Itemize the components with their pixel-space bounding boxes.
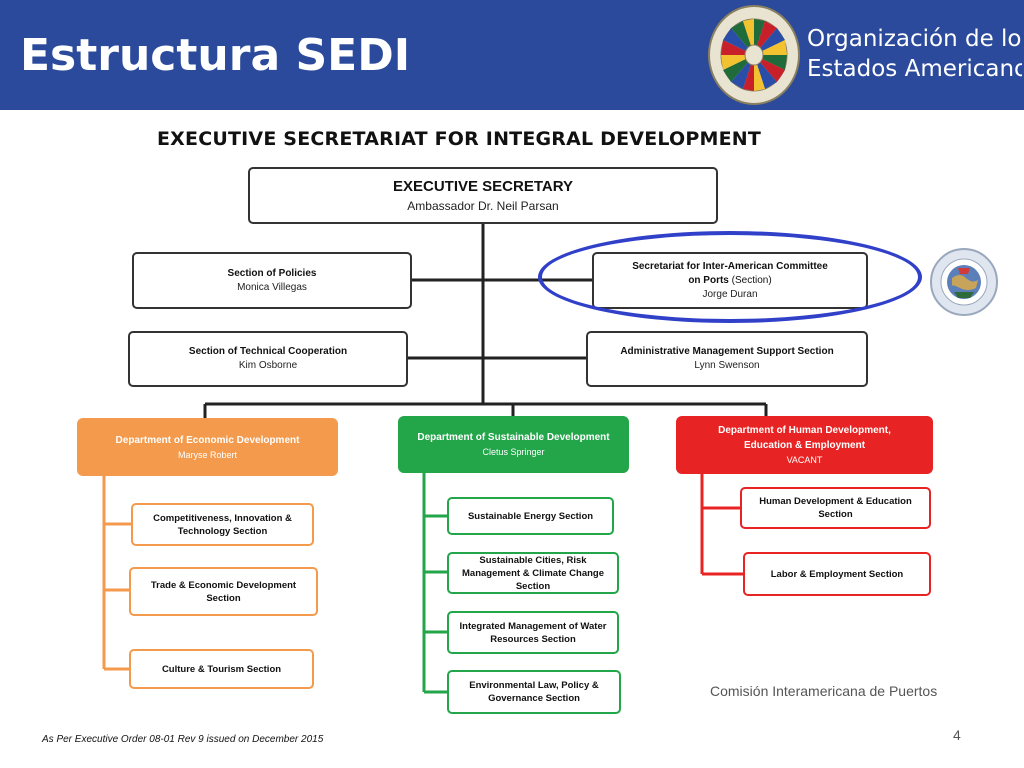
department-sustainable-development: Department of Sustainable Development Cl… (398, 416, 629, 473)
organization-name: Organización de los Estados Americanos (807, 24, 1022, 84)
slide-title: Estructura SEDI (20, 30, 411, 81)
department-human-person: VACANT (786, 455, 823, 465)
oas-seal-icon (708, 5, 800, 105)
section-competitiveness: Competitiveness, Innovation & Technology… (131, 503, 314, 546)
page-number: 4 (953, 727, 961, 743)
department-sustainable-person: Cletus Springer (482, 447, 545, 457)
administrative-support-title: Administrative Management Support Sectio… (620, 346, 834, 357)
section-of-policies-box: Section of Policies Monica Villegas (132, 252, 412, 309)
section-of-policies-person: Monica Villegas (237, 281, 307, 293)
organization-name-line1: Organización de los (807, 26, 1022, 52)
technical-cooperation-person: Kim Osborne (238, 360, 298, 371)
executive-secretary-title: EXECUTIVE SECRETARY (392, 177, 574, 195)
department-economic-person: Maryse Robert (177, 449, 238, 460)
section-trade-economic: Trade & Economic Development Section (129, 567, 318, 616)
section-sustainable-cities: Sustainable Cities, Risk Management & Cl… (447, 552, 619, 594)
section-sustainable-energy: Sustainable Energy Section (447, 497, 614, 535)
section-culture-tourism: Culture & Tourism Section (129, 649, 314, 689)
department-human-development: Department of Human Development, Educati… (676, 416, 933, 474)
department-human-title-line2: Education & Employment (743, 440, 866, 451)
technical-cooperation-box: Section of Technical Cooperation Kim Osb… (128, 331, 408, 387)
administrative-support-box: Administrative Management Support Sectio… (586, 331, 868, 387)
executive-secretary-box: EXECUTIVE SECRETARY Ambassador Dr. Neil … (248, 167, 718, 224)
department-sustainable-title: Department of Sustainable Development (417, 432, 610, 443)
department-economic-development: Department of Economic Development Marys… (77, 418, 338, 476)
administrative-support-person: Lynn Swenson (694, 360, 760, 371)
cip-logo-icon (930, 248, 998, 316)
header-band: Estructura SEDI Organización de los Esta… (0, 0, 1024, 110)
footnote: As Per Executive Order 08-01 Rev 9 issue… (42, 734, 324, 745)
section-human-development-education: Human Development & Education Section (740, 487, 931, 529)
section-labor-employment: Labor & Employment Section (743, 552, 931, 596)
org-chart-title: EXECUTIVE SECRETARIAT FOR INTEGRAL DEVEL… (157, 128, 762, 150)
commission-name: Comisión Interamericana de Puertos (710, 683, 938, 699)
organization-name-line2: Estados Americanos (807, 56, 1022, 82)
department-human-title-line1: Department of Human Development, (718, 425, 891, 436)
section-water-resources: Integrated Management of Water Resources… (447, 611, 619, 654)
technical-cooperation-title: Section of Technical Cooperation (188, 346, 348, 357)
ports-highlight-ellipse (538, 231, 922, 323)
section-environmental-law: Environmental Law, Policy & Governance S… (447, 670, 621, 714)
department-economic-title: Department of Economic Development (115, 434, 300, 446)
section-of-policies-title: Section of Policies (227, 267, 317, 279)
executive-secretary-person: Ambassador Dr. Neil Parsan (407, 198, 559, 213)
